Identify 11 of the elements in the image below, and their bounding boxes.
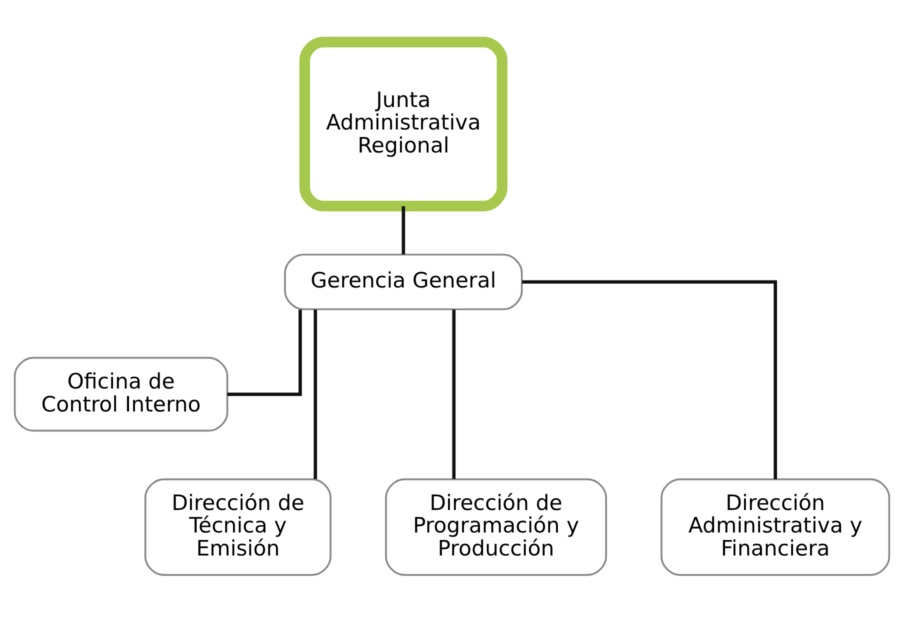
node-box: Dirección de Técnica y Emisión: [144, 478, 332, 576]
connector: [402, 206, 406, 254]
node-box: Junta Administrativa Regional: [299, 36, 508, 212]
node-box: Dirección de Programación y Producción: [385, 478, 607, 576]
node-box: Dirección Administrativa y Financiera: [660, 478, 890, 576]
connector: [314, 310, 318, 479]
node-box: Gerencia General: [284, 254, 523, 310]
connector: [227, 310, 302, 396]
connector: [452, 310, 456, 479]
node-box: Oficina de Control Interno: [14, 356, 228, 432]
connector: [522, 280, 778, 480]
